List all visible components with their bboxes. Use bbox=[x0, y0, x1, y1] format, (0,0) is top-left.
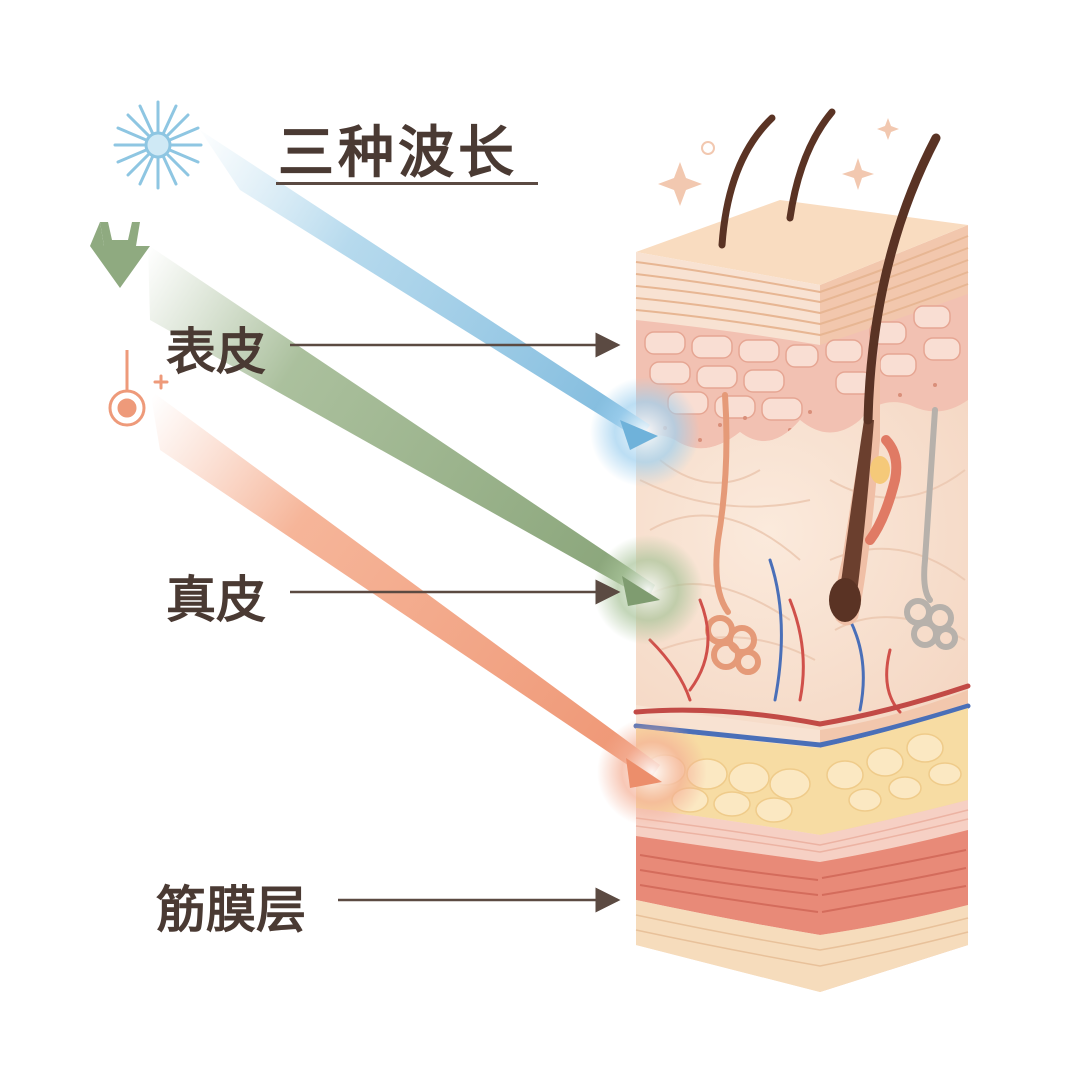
label-epidermis: 表皮 bbox=[166, 323, 266, 381]
sun-burst-icon bbox=[113, 100, 203, 190]
glow-green bbox=[593, 535, 703, 645]
fascia-band bbox=[636, 800, 968, 862]
fascia-lines bbox=[635, 809, 969, 853]
skin-block-top bbox=[636, 200, 968, 285]
epidermis-cells bbox=[644, 305, 961, 421]
beam-green bbox=[148, 245, 655, 600]
muscle-fibers bbox=[639, 849, 967, 913]
hair-strands bbox=[718, 108, 941, 425]
wavelength-beams bbox=[148, 130, 707, 827]
beam-blue bbox=[200, 130, 650, 440]
page-title: 三种波长 bbox=[278, 121, 518, 186]
bottom-layer bbox=[636, 900, 968, 992]
glow-orange bbox=[597, 717, 707, 827]
beam-orange-arrowhead bbox=[626, 758, 662, 788]
sweat-gland-left bbox=[705, 392, 761, 675]
sparkle-icons bbox=[658, 118, 899, 206]
sweat-gland-right bbox=[904, 407, 958, 650]
beam-blue-arrowhead bbox=[620, 420, 658, 450]
label-pointers bbox=[290, 332, 621, 913]
thermometer-icon bbox=[108, 350, 169, 427]
stratum-corneum bbox=[635, 235, 969, 337]
label-dermis: 真皮 bbox=[166, 571, 266, 629]
beam-orange bbox=[150, 390, 660, 780]
label-fascia: 筋膜层 bbox=[156, 881, 306, 939]
title-underline bbox=[276, 182, 538, 185]
muscle-layer bbox=[636, 830, 968, 935]
beam-green-arrowhead bbox=[622, 576, 660, 606]
plug-icon bbox=[90, 222, 150, 288]
